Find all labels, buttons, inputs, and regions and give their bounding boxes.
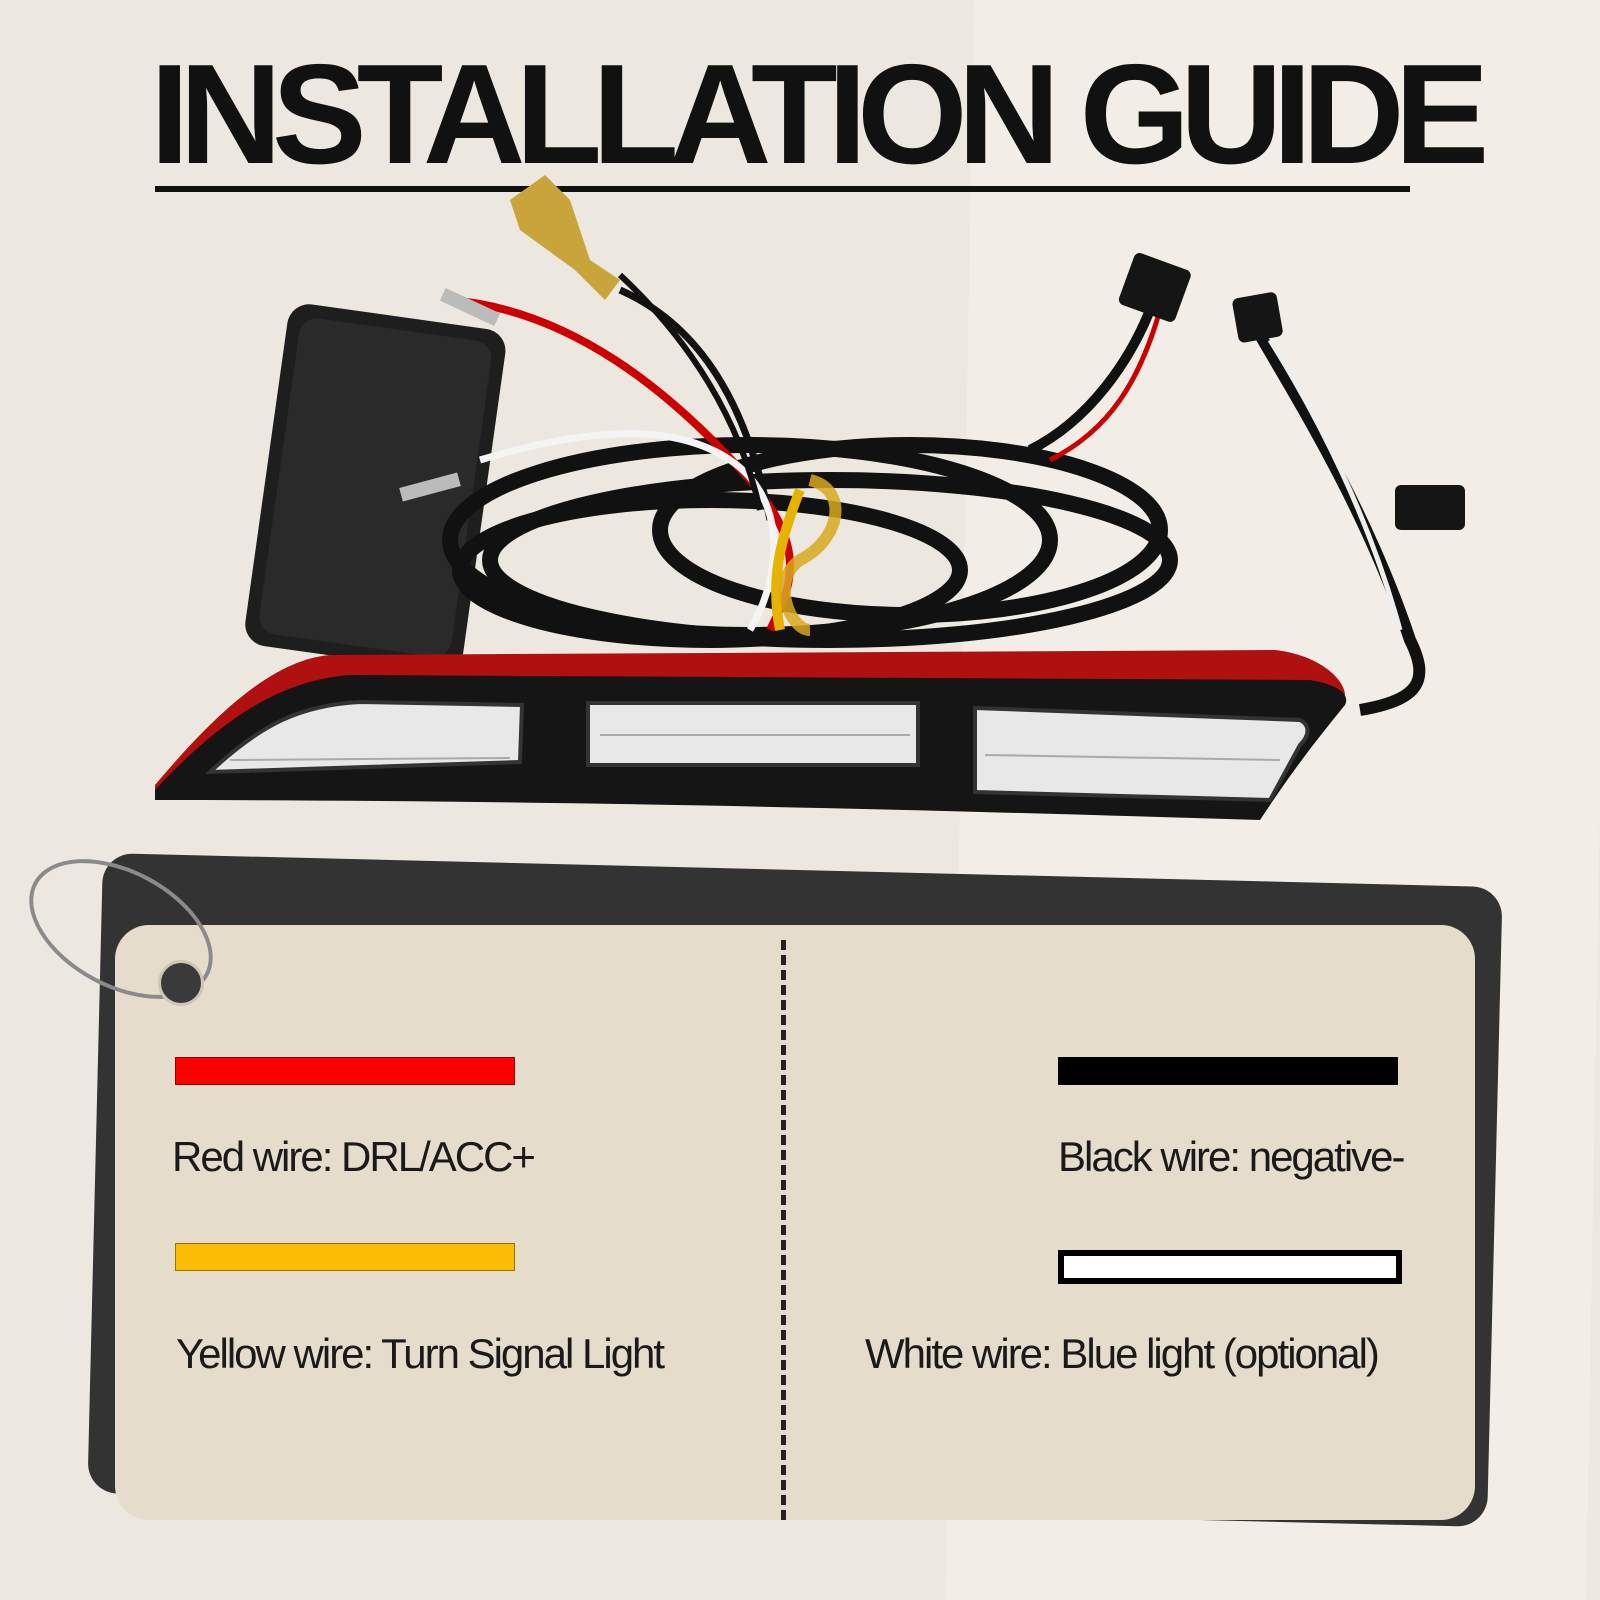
white-wire-swatch <box>1058 1250 1402 1284</box>
tag-hole <box>158 960 204 1006</box>
red-wire-label: Red wire: DRL/ACC+ <box>172 1133 536 1180</box>
yellow-wire-label: Yellow wire: Turn Signal Light <box>176 1330 665 1377</box>
spade-terminal-icon <box>399 287 501 502</box>
wire-legend-tag <box>115 925 1475 1520</box>
white-wire-label: White wire: Blue light (optional) <box>865 1330 1380 1377</box>
wire-coil <box>442 437 1178 648</box>
fork-terminal-icon <box>510 175 620 300</box>
tag-divider <box>781 940 786 1520</box>
black-wire-label: Black wire: negative- <box>1058 1133 1405 1180</box>
led-light-bar-icon <box>155 175 1465 820</box>
yellow-wire-swatch <box>175 1243 515 1271</box>
title-underline <box>155 186 1410 192</box>
black-wire-swatch <box>1058 1057 1398 1085</box>
red-wire-swatch <box>175 1057 515 1085</box>
page-title: INSTALLATION GUIDE <box>150 35 1489 194</box>
connector-plug-icon <box>1118 253 1465 530</box>
light-bar <box>155 650 1347 820</box>
control-box <box>245 304 506 671</box>
